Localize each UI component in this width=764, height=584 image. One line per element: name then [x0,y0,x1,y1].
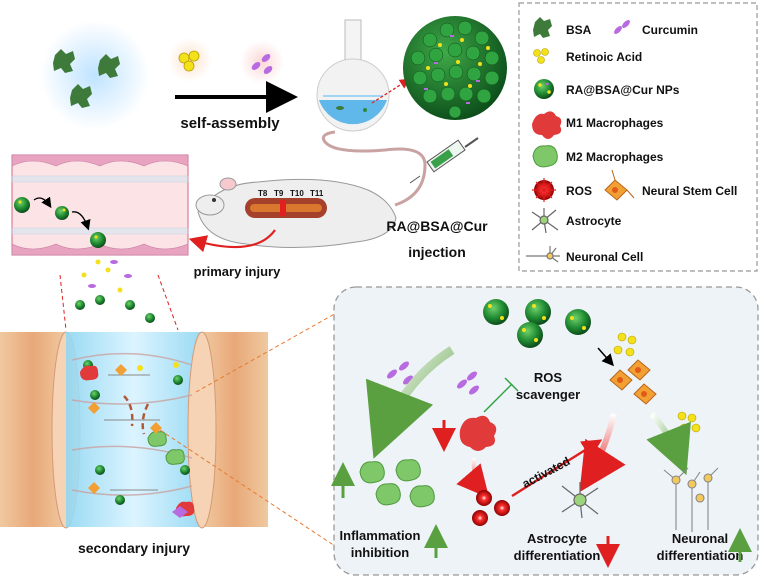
zoom-arrow [371,78,411,104]
inflammation-label-line1: Inflammation [340,528,421,543]
legend-neural-stem-cell-label: Neural Stem Cell [642,184,737,198]
mechanism-retinoic-acid [613,332,701,433]
legend-curcumin-icon [614,20,630,34]
legend-neuronal-cell-icon [526,246,560,263]
cord-cells [80,360,195,518]
ros-scavenger-label-line1: ROS [534,370,563,385]
mechanism-m2-macrophages [359,459,435,508]
bsa-icon [53,49,120,108]
spinal-cord [0,331,268,529]
secondary-injury-label: secondary injury [78,540,190,556]
curcumin-icon [251,54,273,74]
legend-astrocyte-label: Astrocyte [566,214,622,228]
mechanism-astrocyte [561,482,599,519]
ros-scavenger-label-line2: scavenger [516,387,580,402]
flask-icon [316,19,390,132]
leaking-particles [75,259,155,323]
vertebra-t10: T10 [290,189,304,198]
vessel-nanoparticles [14,197,106,248]
legend-bsa-label: BSA [566,23,592,37]
inflammation-arrow [365,346,455,459]
mechanism-neural-stem-cells [609,359,657,405]
vertebra-t9: T9 [274,189,284,198]
mechanism-neurons [663,467,719,532]
neuronal-diff-label-line1: Neuronal [672,531,728,546]
self-assembly-section: self-assembly [40,16,507,132]
rat-illustration: T8 T9 T10 T11 [195,130,427,249]
mechanism-panel: ROS scavenger activated [331,286,759,576]
legend-m2-label: M2 Macrophages [566,150,664,164]
legend-nanoparticle-label: RA@BSA@Cur NPs [566,83,680,97]
primary-injury-label: primary injury [194,264,281,279]
astrocyte-diff-label-line2: differentiation [514,548,601,563]
mechanism-curcumin [387,361,479,395]
injection-label-line1: RA@BSA@Cur [386,218,488,234]
self-assembly-label: self-assembly [180,115,280,132]
legend-bsa-icon [533,17,552,38]
primary-injury-arrow [188,229,276,253]
legend-nanoparticle-icon [534,79,554,99]
legend-curcumin-label: Curcumin [642,23,698,37]
vertebra-t8: T8 [258,189,268,198]
legend-m1-macrophage-icon [532,111,562,139]
mechanism-m1-macrophage [459,415,497,451]
legend-m1-label: M1 Macrophages [566,116,664,130]
legend-ros-label: ROS [566,184,592,198]
zoom-line-bottom [159,429,339,549]
retinoic-acid-icon [178,50,200,72]
large-nanoparticle [403,16,507,120]
legend-retinoic-acid-icon [533,48,549,64]
inflammation-label-line2: inhibition [351,545,410,560]
mechanism-ros [472,490,510,526]
vertebra-t11: T11 [310,189,324,198]
legend-m2-macrophage-icon [532,145,558,168]
blood-vessel [11,154,189,256]
legend: BSA Curcumin Retinoic Acid RA@BSA@Cur NP… [518,2,758,272]
legend-astrocyte-icon [531,208,559,234]
legend-neural-stem-cell-icon [604,169,635,201]
legend-retinoic-acid-label: Retinoic Acid [566,50,642,64]
mechanism-nanoparticles [483,299,591,348]
syringe-icon [409,137,479,184]
neuronal-diff-label-line2: differentiation [657,548,744,563]
injection-label-line2: injection [408,244,466,260]
legend-neuronal-cell-label: Neuronal Cell [566,250,643,264]
legend-ros-icon [532,178,556,202]
astrocyte-diff-label-line1: Astrocyte [527,531,587,546]
zoom-line-top [195,311,339,393]
